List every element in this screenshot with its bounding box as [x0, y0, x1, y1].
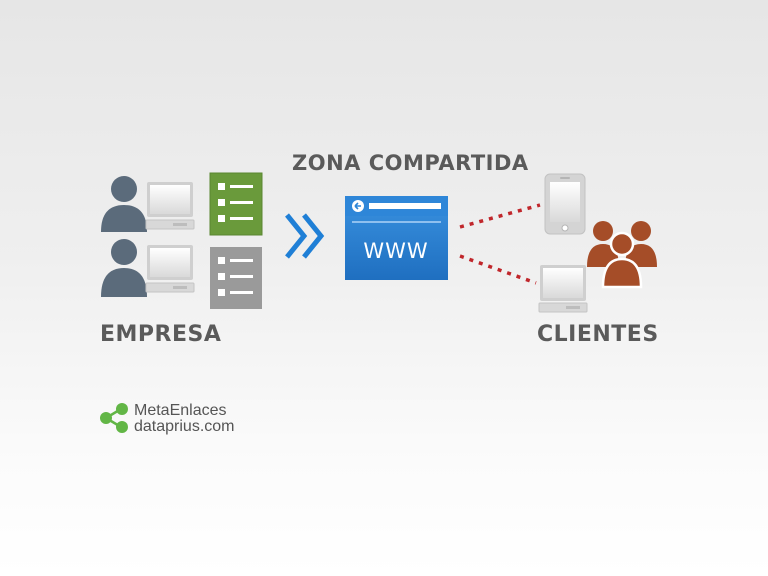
double-chevron-icon	[285, 213, 325, 259]
browser-window-icon	[345, 196, 448, 280]
company-workstation-bottom	[101, 239, 195, 297]
list-icon	[210, 247, 262, 309]
clients-label: CLIENTES	[537, 322, 659, 347]
shared-zone-label: ZONA COMPARTIDA	[292, 151, 529, 175]
browser-www-text: WWW	[363, 239, 428, 263]
company-workstation-top	[101, 176, 195, 232]
connection-lines	[459, 203, 541, 285]
desktop-computer-icon	[538, 265, 588, 313]
logo-text-dataprius: dataprius.com	[134, 418, 235, 435]
company-label: EMPRESA	[100, 322, 222, 347]
desktop-computer-icon	[145, 182, 195, 230]
desktop-computer-icon	[145, 245, 195, 293]
connection-line-phone	[459, 203, 541, 229]
connection-line-computer	[459, 254, 537, 285]
person-icon	[101, 239, 147, 297]
share-icon	[100, 403, 128, 433]
smartphone-icon	[544, 173, 586, 235]
list-icon	[209, 172, 263, 236]
logo-text-metaenlaces: MetaEnlaces	[134, 402, 227, 419]
person-icon	[101, 176, 147, 232]
group-people-icon	[587, 221, 657, 289]
